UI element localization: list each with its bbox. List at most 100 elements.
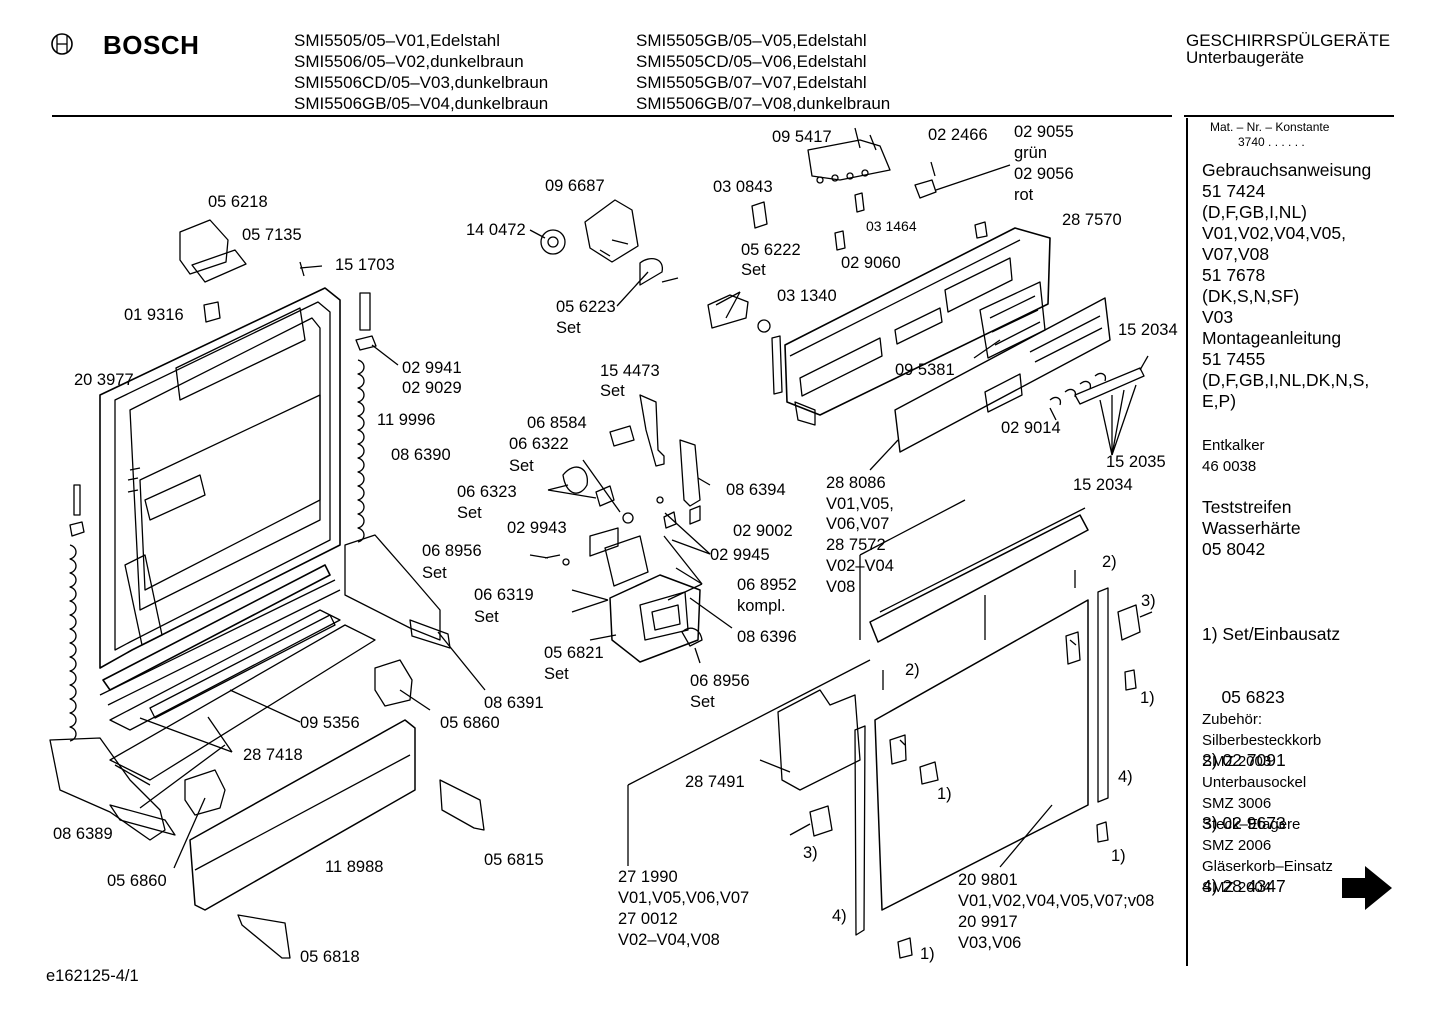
model-line: SMI5506/05–V02,dunkelbraun [294,52,524,71]
part-label: V01,V02,V04,V05,V07;v08 [958,892,1155,910]
part-label: 28 7418 [243,746,303,764]
document-id: e162125-4/1 [46,967,139,985]
manual-line: 51 7678 [1202,265,1266,285]
accessory-line: Unterbausockel [1202,774,1307,791]
part-label: Set [690,693,715,711]
part-label: 09 5417 [772,128,832,146]
arrow-right-icon [1342,866,1392,910]
part-label: 06 6322 [509,435,569,453]
part-label: 05 6818 [300,948,360,966]
test-strips-line: 05 8042 [1202,539,1266,559]
part-label: Set [600,382,625,400]
part-label: 02 2466 [928,126,988,144]
part-label: 02 9060 [841,254,901,272]
part-label: Set [556,319,581,337]
accessory-line: Gläserkorb–Einsatz [1202,858,1333,875]
part-label: 15 1703 [335,256,395,274]
accessory-line: Steck–Etagere [1202,816,1301,833]
note-line: 3) 02 9673 [1202,813,1286,833]
part-label: Set [741,261,766,279]
accessory-line: SMZ 2006 [1202,837,1272,854]
accessory-line: SMZ 2003 [1202,753,1272,770]
model-line: SMI5506CD/05–V03,dunkelbraun [294,73,549,92]
part-label: 11 9996 [377,411,436,429]
part-label: 28 7570 [1062,211,1122,229]
part-label: 03 1464 [866,218,917,234]
note-line: 05 6823 [1202,687,1285,707]
model-line: SMI5505CD/05–V06,Edelstahl [636,52,867,71]
test-strips-block: Teststreifen Wasserhärte 05 8042 [1202,497,1301,560]
accessory-line: SMZ 3006 [1202,795,1272,812]
footnote-marker: 4) [832,907,847,925]
part-label: 08 6394 [726,481,786,499]
footnote-marker: 2) [905,661,920,679]
part-label: 08 6389 [53,825,113,843]
manual-line: V03 [1202,307,1234,327]
accessories-block: Zubehör: Silberbesteckkorb SMZ 2003 Unte… [1202,709,1333,898]
part-label: 28 8086 [826,474,886,492]
part-label: 02 9945 [710,546,770,564]
test-strips-line: Wasserhärte [1202,518,1301,538]
part-label: 06 8584 [527,414,587,432]
part-label: 20 3977 [74,371,134,389]
accessory-line: SMZ 2004 [1202,879,1272,896]
part-label: Set [457,504,482,522]
part-label: 08 6390 [391,446,451,464]
part-label: 15 2034 [1073,476,1133,494]
part-label: Set [474,608,499,626]
manual-line: V07,V08 [1202,244,1270,264]
part-label: 08 6396 [737,628,797,646]
footnote-marker: 1) [1140,689,1155,707]
part-label: grün [1014,144,1048,162]
footnote-marker: 3) [1141,592,1156,610]
manual-line: Montageanleitung [1202,328,1342,348]
descaler-block: Entkalker 46 0038 [1202,435,1265,477]
footnote-marker: 1) [920,945,935,963]
part-label: 02 9029 [402,379,462,397]
models-column-2: SMI5505GB/05–V05,Edelstahl SMI5505CD/05–… [636,30,890,114]
part-label: 28 7491 [685,773,745,791]
category-title: GESCHIRRSPÜLGERÄTE [1186,31,1391,50]
manual-line: V01,V02,V04,V05, [1202,223,1346,243]
part-label: Set [544,665,569,683]
manual-line: 51 7424 [1202,181,1266,201]
part-label: V08 [826,578,856,596]
footnote-marker: 4) [1118,768,1133,786]
part-label: 20 9917 [958,913,1018,931]
part-label: kompl. [737,597,786,615]
footnote-marker: 1) [937,785,952,803]
part-label: 05 6860 [440,714,500,732]
manual-line: (D,F,GB,I,NL) [1202,202,1308,222]
model-line: SMI5505/05–V01,Edelstahl [294,31,501,50]
part-label: V02–V04 [826,557,894,575]
part-label: Set [509,457,534,475]
manual-line: 51 7455 [1202,349,1266,369]
manual-line: E,P) [1202,391,1237,411]
part-label: 08 6391 [484,694,544,712]
part-label: 14 0472 [466,221,526,239]
mat-value: 3740 . . . . . . [1238,135,1305,149]
part-label: 05 7135 [242,226,302,244]
model-line: SMI5506GB/05–V04,dunkelbraun [294,94,549,113]
part-label: 03 1340 [777,287,837,305]
part-label: V02–V04,V08 [618,931,720,949]
manual-line: (D,F,GB,I,NL,DK,N,S, [1202,370,1370,390]
part-label: 06 6319 [474,586,534,604]
footnote-marker: 1) [1111,847,1126,865]
descaler-line: Entkalker [1202,437,1265,454]
part-label: 01 9316 [124,306,184,324]
note-line: 2) 02 7091 [1202,750,1286,770]
brand-name: BOSCH [103,30,200,60]
test-strips-line: Teststreifen [1202,497,1292,517]
part-label: 09 5356 [300,714,360,732]
part-label: 27 1990 [618,868,678,886]
bosch-logo-icon [51,33,73,55]
part-label: 15 4473 [600,362,660,380]
part-label: V01,V05,V06,V07 [618,889,750,907]
accessory-line: Zubehör: [1202,711,1263,728]
model-line: SMI5506GB/07–V08,dunkelbraun [636,94,891,113]
footnote-marker: 3) [803,844,818,862]
part-label: 05 6223 [556,298,616,316]
inner-door-drawing [99,287,341,669]
